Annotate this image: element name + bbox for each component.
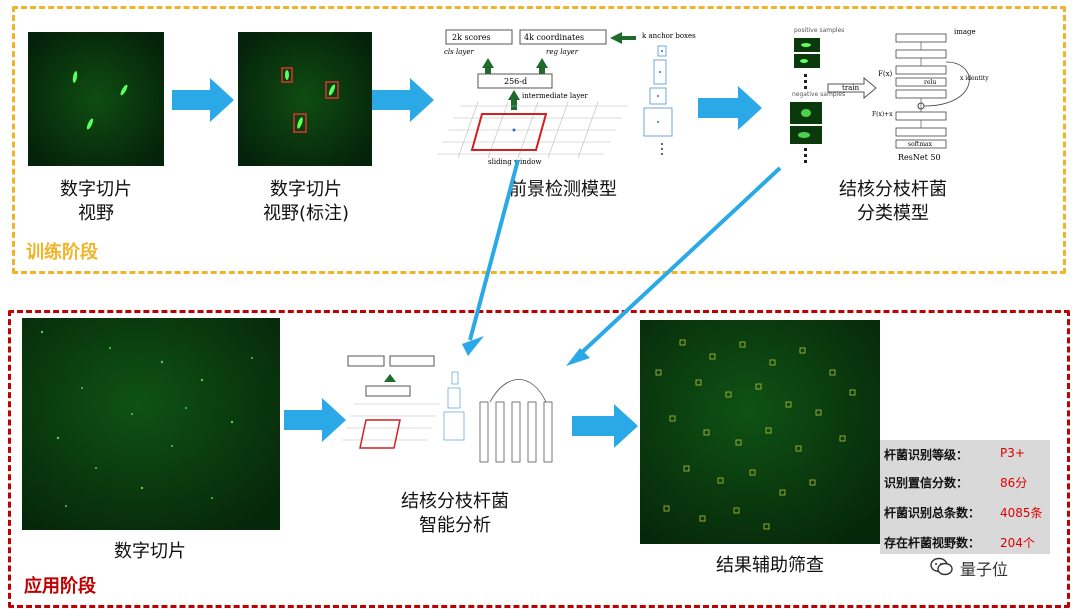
analysis-diagram: [342, 355, 553, 463]
resnet-positive-text: positive samples: [794, 27, 844, 34]
rpn-feat-text: 256-d: [504, 77, 527, 86]
caption-classify-model: 结核分枝杆菌 分类模型: [839, 179, 947, 224]
caption-slide-field: 数字切片 视野: [60, 179, 132, 224]
result-value: 4085条: [1000, 506, 1043, 520]
application-stage-region: [8, 310, 1070, 608]
rpn-coords-text: 4k coordinates: [524, 33, 584, 42]
rpn-scores-text: 2k scores: [452, 33, 491, 42]
resnet-softmax-text: softmax: [908, 141, 933, 148]
result-value: P3+: [1000, 446, 1025, 460]
arrow-right-icon: [284, 398, 346, 442]
result-label: 杆菌识别等级：: [884, 448, 969, 462]
application-stage-label: 应用阶段: [24, 576, 96, 597]
annotated-slide-image: [238, 32, 372, 166]
arrow-right-icon: [172, 78, 234, 122]
rpn-reg-layer: reg layer: [546, 48, 579, 56]
result-row: 杆菌识别等级： P3+: [880, 440, 1050, 468]
result-label: 存在杆菌视野数：: [884, 536, 981, 550]
arrow-right-icon: [698, 86, 762, 130]
result-label: 杆菌识别总条数：: [884, 506, 981, 520]
arrow-right-icon: [372, 78, 434, 122]
resnet-relu-text: relu: [924, 79, 936, 86]
screening-result-image: [640, 320, 880, 544]
result-value: 86分: [1000, 476, 1028, 490]
resnet-identity-text: x identity: [960, 75, 989, 82]
result-panel: 杆菌识别等级： P3+ 识别置信分数： 86分 杆菌识别总条数： 4085条 存…: [880, 440, 1050, 554]
rpn-diagram: 2k scores 4k coordinates k anchor boxes …: [438, 29, 696, 166]
resnet-diagram: positive samples negative samples train …: [790, 27, 989, 163]
resnet-name-text: ResNet 50: [898, 153, 941, 162]
training-stage-region: [12, 6, 1066, 274]
caption-result-screening: 结果辅助筛查: [716, 555, 824, 576]
resnet-negative-text: negative samples: [792, 91, 845, 98]
slide-field-image: [28, 32, 164, 166]
caption-annotated-field: 数字切片 视野(标注): [262, 179, 350, 224]
rpn-anchor-text: k anchor boxes: [642, 32, 696, 40]
wechat-logo-icon: [930, 557, 953, 576]
resnet-fx-text: F(x): [878, 70, 893, 78]
resnet-image-text: image: [954, 28, 976, 36]
rpn-cls-layer: cls layer: [444, 48, 474, 56]
training-stage-label: 训练阶段: [26, 242, 98, 263]
result-label: 识别置信分数：: [884, 476, 969, 490]
result-row: 杆菌识别总条数： 4085条: [880, 498, 1050, 526]
watermark-text: 量子位: [960, 560, 1009, 579]
caption-intelligent-analysis: 结核分枝杆菌 智能分析: [401, 491, 509, 536]
resnet-train-text: train: [842, 84, 860, 92]
rpn-sliding-text: sliding window: [488, 158, 541, 166]
result-value: 204个: [1000, 536, 1035, 550]
caption-foreground-model: 前景检测模型: [509, 179, 617, 200]
result-row: 识别置信分数： 86分: [880, 468, 1050, 496]
resnet-fxx-text: F(x)+x: [872, 111, 893, 118]
result-row: 存在杆菌视野数： 204个: [880, 528, 1050, 556]
caption-digital-slide: 数字切片: [114, 541, 186, 562]
digital-slide-image: [22, 318, 280, 530]
rpn-intermediate-text: intermediate layer: [522, 92, 588, 100]
arrow-right-icon: [572, 404, 638, 448]
